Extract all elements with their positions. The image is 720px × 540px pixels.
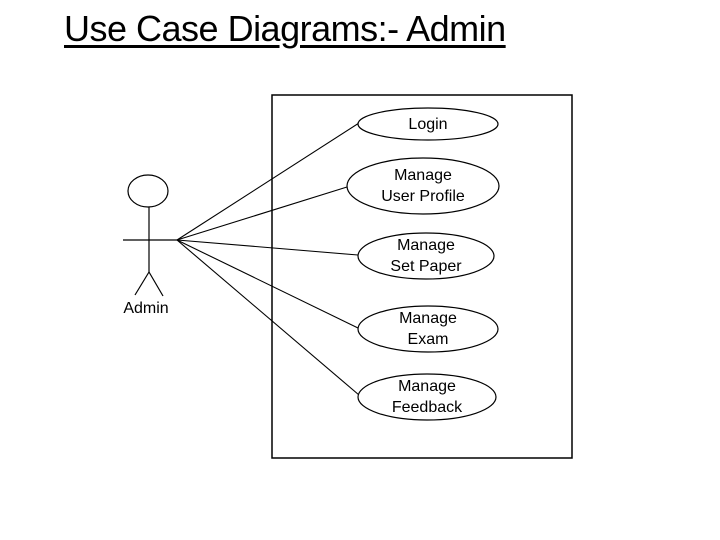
use-case-label-line: Login: [408, 115, 448, 133]
use-case-label-line: User Profile: [381, 188, 465, 205]
use-case-ellipses: [346, 107, 500, 421]
use-case-label-line: Exam: [407, 331, 449, 348]
association-line-manage-exam: [176, 239, 359, 329]
actor-left-leg: [134, 271, 150, 296]
slide-title: Use Case Diagrams:- Admin: [64, 8, 506, 49]
use-case-ellipse-manage-set-paper: [357, 232, 495, 280]
actor-stick-figure: [123, 174, 177, 297]
association-line-login: [176, 122, 360, 241]
use-case-label-manage-set-paper: Manage Set Paper: [358, 233, 494, 279]
use-case-label-line: Manage: [397, 237, 455, 254]
use-case-label-login: Login: [358, 108, 498, 140]
use-case-ellipse-login: [357, 107, 499, 141]
association-line-manage-feedback: [176, 239, 360, 396]
actor-label: Admin: [123, 300, 169, 317]
association-lines: [176, 122, 360, 396]
use-case-label-line: Manage: [394, 167, 452, 184]
use-case-label-manage-user-profile: Manage User Profile: [347, 158, 499, 214]
use-case-ellipse-manage-exam: [357, 305, 499, 353]
system-boundary-rect: [271, 94, 573, 459]
use-case-label-line: Feedback: [391, 399, 463, 416]
use-case-label-line: Manage: [398, 378, 456, 395]
use-case-label-manage-feedback: Manage Feedback: [358, 374, 496, 420]
use-case-label-line: Manage: [399, 310, 457, 327]
use-case-label-line: Set Paper: [390, 258, 462, 275]
use-case-ellipse-manage-user-profile: [346, 157, 500, 215]
actor-head: [127, 174, 169, 208]
association-line-manage-set-paper: [176, 239, 359, 256]
use-case-ellipse-manage-feedback: [357, 373, 497, 421]
association-line-manage-user-profile: [176, 186, 348, 241]
use-case-label-manage-exam: Manage Exam: [358, 306, 498, 352]
actor-right-leg: [148, 271, 164, 297]
